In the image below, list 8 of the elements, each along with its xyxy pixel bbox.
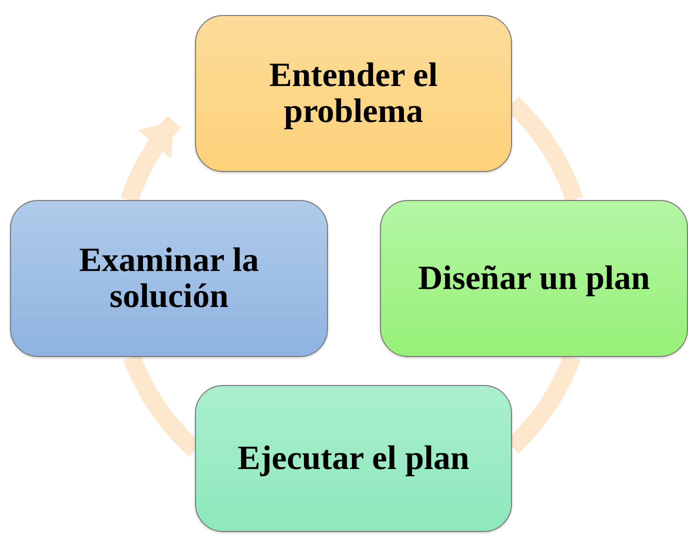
step-label: Entender el problema [268,58,439,130]
step-label: Diseñar un plan [418,260,650,296]
step-label: Examinar la solución [78,242,260,314]
step-box [380,200,688,357]
step-box [195,385,512,532]
step-box [195,15,512,172]
step-label: Ejecutar el plan [238,440,470,476]
step-box [10,200,328,357]
